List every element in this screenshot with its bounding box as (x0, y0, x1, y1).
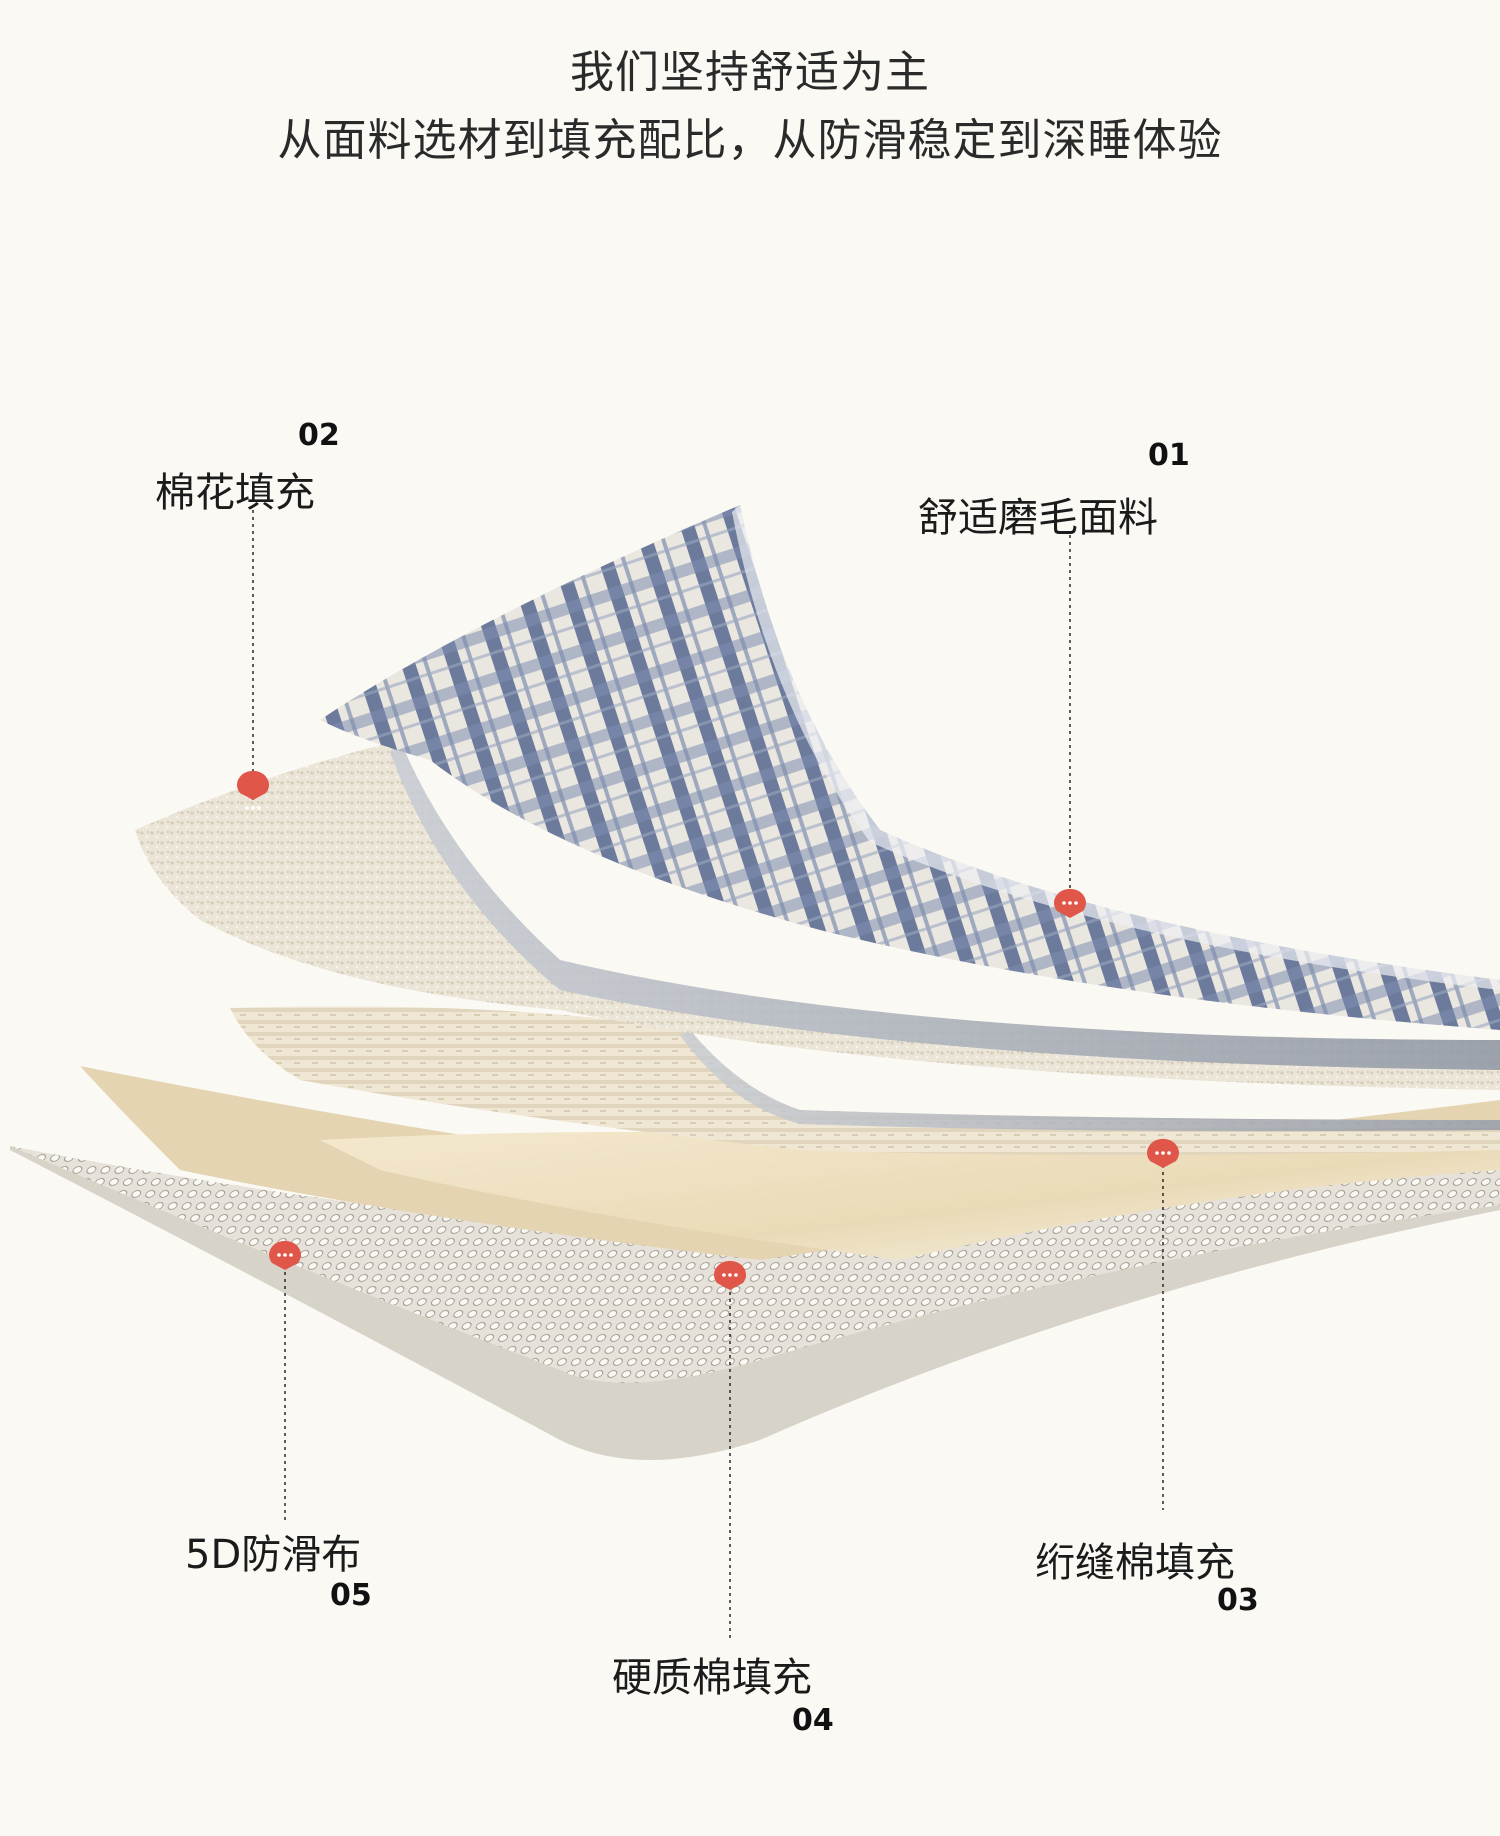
chat-bubble-marker-icon (1054, 888, 1086, 918)
chat-bubble-marker-icon (237, 770, 269, 810)
layer-5-label: 5D防滑布 (185, 1532, 362, 1578)
layer-2-cotton-filling (135, 740, 1500, 1090)
layer-2-label: 棉花填充 (155, 470, 315, 516)
headline-line-2: 从面料选材到填充配比，从防滑稳定到深睡体验 (277, 115, 1223, 166)
layer-3-quilted-cotton (230, 1006, 1500, 1155)
leader-lines (252, 510, 1164, 1640)
layer-1-brushed-plaid-fabric (320, 505, 1500, 1030)
layer-4-hard-cotton (80, 1066, 1500, 1260)
layer-5-number: 05 (330, 1578, 372, 1613)
layer-4-label: 硬质棉填充 (612, 1655, 812, 1701)
layer-2-number: 02 (298, 418, 340, 453)
headline-line-1: 我们坚持舒适为主 (570, 47, 930, 98)
layer-1-label: 舒适磨毛面料 (918, 495, 1158, 541)
chat-bubble-marker-icon (1147, 1138, 1180, 1168)
chat-bubble-marker-icon (269, 1240, 301, 1270)
layer-3-label: 绗缝棉填充 (1035, 1540, 1235, 1586)
layer-1-number: 01 (1148, 438, 1190, 473)
layer-4-number: 04 (792, 1703, 834, 1738)
layer-3-number: 03 (1217, 1583, 1259, 1618)
chat-bubble-marker-icon (714, 1260, 746, 1290)
